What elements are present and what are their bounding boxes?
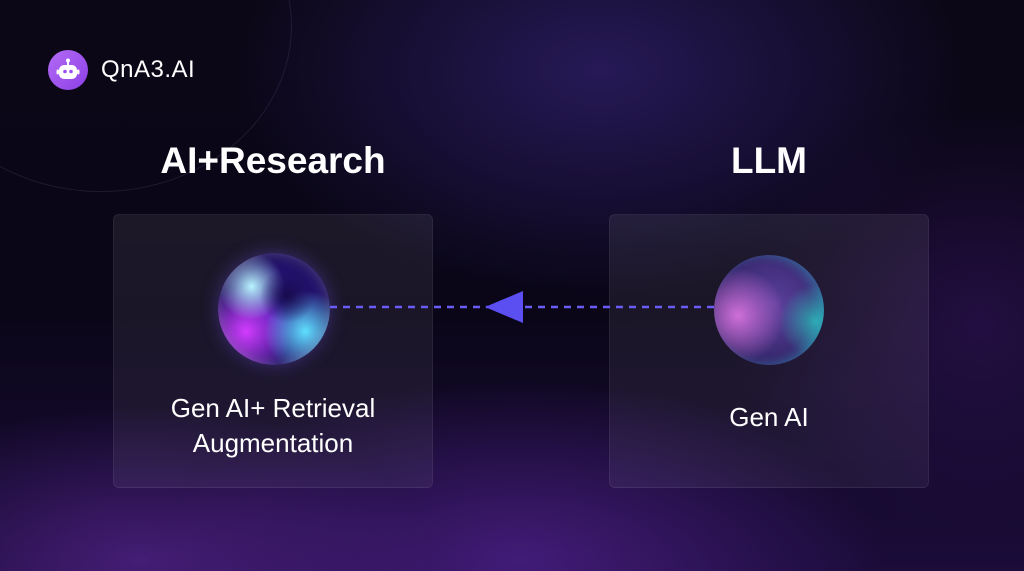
llm-card-label: Gen AI [610, 400, 928, 435]
plain-sphere-icon [714, 255, 824, 365]
robot-icon-graphic [56, 58, 80, 79]
left-column-title: AI+Research [160, 140, 386, 181]
llm-label-line-1: Gen AI [729, 402, 809, 432]
rag-label-line-2: Augmentation [192, 428, 354, 458]
swirl-sphere-icon [218, 253, 330, 365]
brand: QnA3.AI [48, 50, 195, 90]
rag-label-line-1: Gen AI+ Retrieval [170, 393, 376, 423]
right-column-title: LLM [730, 140, 808, 181]
brand-name: QnA3.AI [101, 56, 196, 83]
llm-card: Gen AI [609, 214, 929, 488]
robot-icon [48, 50, 88, 90]
arrow-left-icon [485, 291, 523, 323]
rag-card-label: Gen AI+ Retrieval Augmentation [114, 391, 432, 461]
rag-card: Gen AI+ Retrieval Augmentation [113, 214, 433, 488]
